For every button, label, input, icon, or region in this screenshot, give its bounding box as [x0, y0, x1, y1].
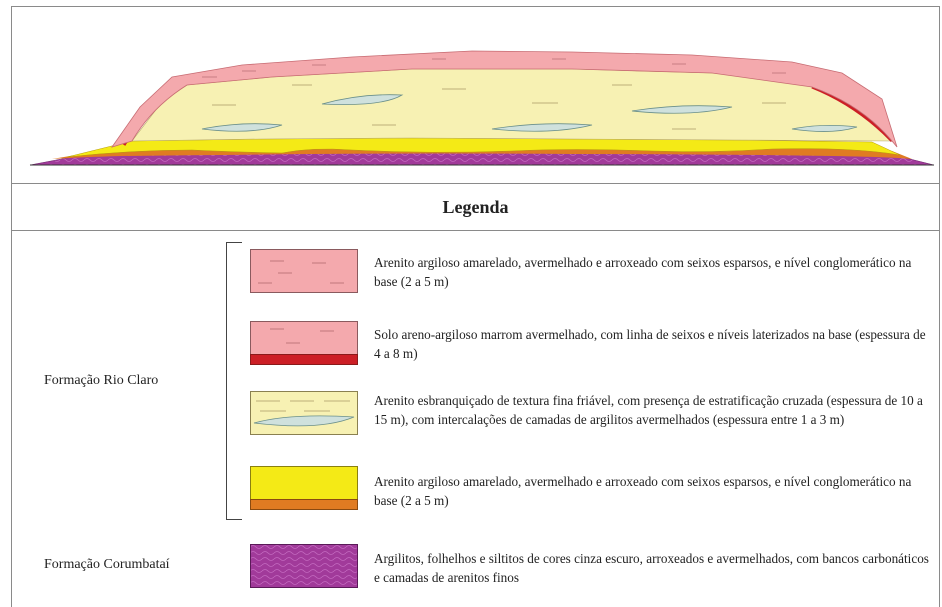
swatch-pink-sandstone	[250, 249, 358, 293]
formation-corumbatai-label: Formação Corumbataí	[44, 557, 170, 573]
swatch-pink-red-soil	[250, 321, 358, 365]
rio-claro-bracket	[226, 242, 242, 520]
unit-5-description: Argilitos, folhelhos e siltitos de cores…	[374, 549, 934, 587]
swatch-cream-with-lens	[250, 391, 358, 435]
divider-profile	[11, 183, 940, 184]
divider-legend-title	[11, 230, 940, 231]
swatch-yellow-orange	[250, 466, 358, 510]
geological-cross-section	[12, 7, 939, 183]
unit-4-description: Arenito argiloso amarelado, avermelhado …	[374, 472, 934, 510]
legend-title: Legenda	[12, 189, 939, 225]
unit-1-description: Arenito argiloso amarelado, avermelhado …	[374, 253, 934, 291]
unit-2-description: Solo areno-argiloso marrom avermelhado, …	[374, 325, 934, 363]
swatch-purple-pattern	[250, 544, 358, 588]
unit-3-description: Arenito esbranquiçado de textura fina fr…	[374, 391, 934, 429]
formation-rio-claro-label: Formação Rio Claro	[44, 373, 158, 389]
